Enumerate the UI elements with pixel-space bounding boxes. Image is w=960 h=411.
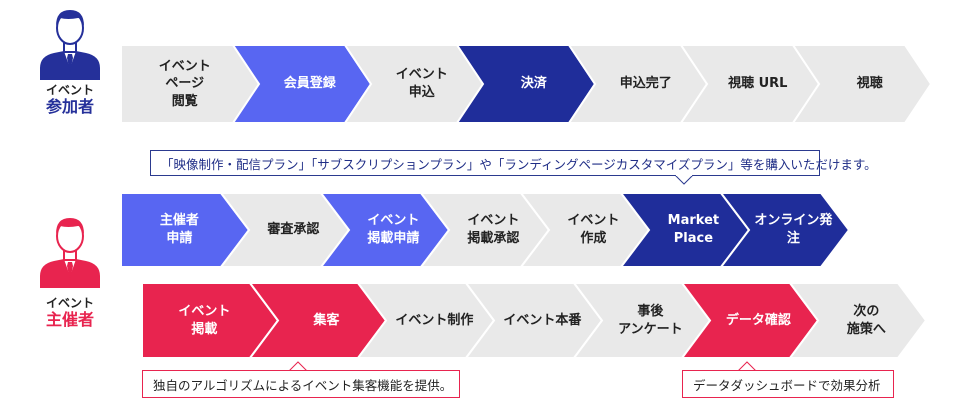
organizer-row1-step-label: Market Place — [667, 213, 720, 246]
organizer-row1-step-label: イベント 作成 — [567, 213, 620, 246]
acquisition-note-text: 独自のアルゴリズムによるイベント集客機能を提供。 — [153, 377, 453, 393]
organizer-row1-step-chevron — [718, 192, 851, 268]
organizer-row2-step-label: イベント制作 — [395, 312, 474, 328]
organizer-row2-step-label: データ確認 — [725, 312, 791, 328]
organizer-label-small: イベント — [45, 296, 94, 310]
organizer-row1-step-label: オンライン発注 — [754, 213, 833, 246]
analysis-note-pointer — [738, 361, 756, 371]
participant-step-label: 申込完了 — [619, 76, 672, 92]
organizer-row2-step-chevron — [788, 282, 928, 359]
organizer-row1-step-label: イベント 掲載申請 — [367, 213, 420, 246]
participant-step-label: イベント 申込 — [395, 67, 448, 100]
participant-role-label: イベント 参加者 — [30, 83, 110, 117]
participant-label-small: イベント — [45, 83, 94, 97]
organizer-row2-step-label: 次の 施策へ — [846, 303, 886, 337]
plan-note-pointer — [675, 175, 693, 185]
participant-step-label: 決済 — [520, 76, 547, 92]
acquisition-note-pointer — [289, 361, 307, 371]
organizer-row2-step-label: 集客 — [313, 312, 340, 328]
organizer-row1-step-label: 主催者 申請 — [159, 213, 199, 246]
plan-purchase-note: 「映像制作・配信プラン」「サブスクリプションプラン」や「ランディングページカスタ… — [150, 150, 877, 176]
participant-step-label: 視聴 URL — [728, 76, 788, 92]
organizer-row2-step-label: 事後 アンケート — [618, 303, 683, 337]
participant-step-label: 会員登録 — [283, 76, 336, 92]
organizer-person-icon — [40, 218, 100, 288]
analysis-note-text: データダッシュボードで効果分析 — [693, 377, 881, 393]
participant-step-label: 視聴 — [856, 76, 883, 92]
analysis-note: データダッシュボードで効果分析 — [682, 370, 894, 398]
participant-step-chevron — [791, 44, 933, 124]
organizer-row1-step-label: 審査承認 — [267, 222, 320, 238]
organizer-row2-step-label: イベント 掲載 — [178, 303, 231, 337]
organizer-row2-step-label: イベント本番 — [503, 312, 582, 328]
acquisition-note: 独自のアルゴリズムによるイベント集客機能を提供。 — [142, 370, 460, 398]
plan-purchase-note-text: 「映像制作・配信プラン」「サブスクリプションプラン」や「ランディングページカスタ… — [161, 156, 877, 172]
organizer-label-big: 主催者 — [45, 310, 94, 330]
organizer-row1-step-label: イベント 掲載承認 — [467, 213, 520, 246]
participant-step-label: イベント ページ 閲覧 — [158, 58, 211, 109]
participant-person-icon — [40, 10, 100, 80]
participant-label-big: 参加者 — [45, 97, 94, 117]
organizer-role-label: イベント 主催者 — [30, 296, 110, 330]
